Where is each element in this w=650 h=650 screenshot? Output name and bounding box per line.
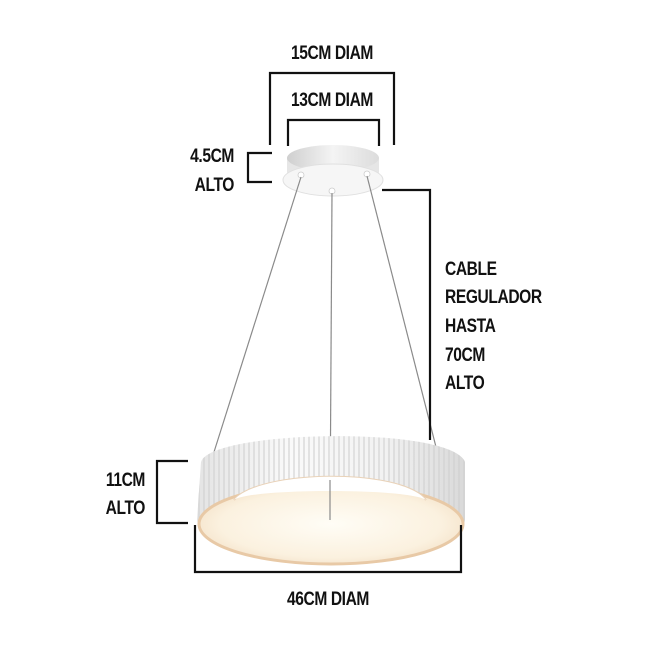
cable-length-bracket <box>382 188 432 440</box>
outer-canopy-bracket <box>268 71 396 145</box>
ceiling-canopy <box>282 145 384 197</box>
cable-label-line1: CABLE <box>445 259 497 280</box>
ring-height-bracket <box>155 459 188 525</box>
cable-label-line3: HASTA <box>445 316 496 337</box>
canopy-height-bracket <box>246 151 272 184</box>
cable-label-line4: 70CM <box>445 345 485 366</box>
dimension-lines <box>155 71 463 574</box>
ring-diameter-label: 46CM DIAM <box>286 589 369 610</box>
ring-diameter-bracket <box>193 525 463 574</box>
inner-canopy-diameter-label: 13CM DIAM <box>290 90 373 111</box>
outer-canopy-diameter-label: 15CM DIAM <box>290 43 373 64</box>
inner-canopy-bracket <box>286 118 381 146</box>
ring-lamp <box>197 436 465 566</box>
canopy-height-label-line1: 4.5CM <box>190 146 234 167</box>
ring-height-label-line1: 11CM <box>105 470 145 491</box>
cable-label-line2: REGULADOR <box>445 287 542 308</box>
cable-label-line5: ALTO <box>445 373 485 394</box>
ring-height-label-line2: ALTO <box>105 498 146 519</box>
canopy-height-label-line2: ALTO <box>194 175 235 196</box>
